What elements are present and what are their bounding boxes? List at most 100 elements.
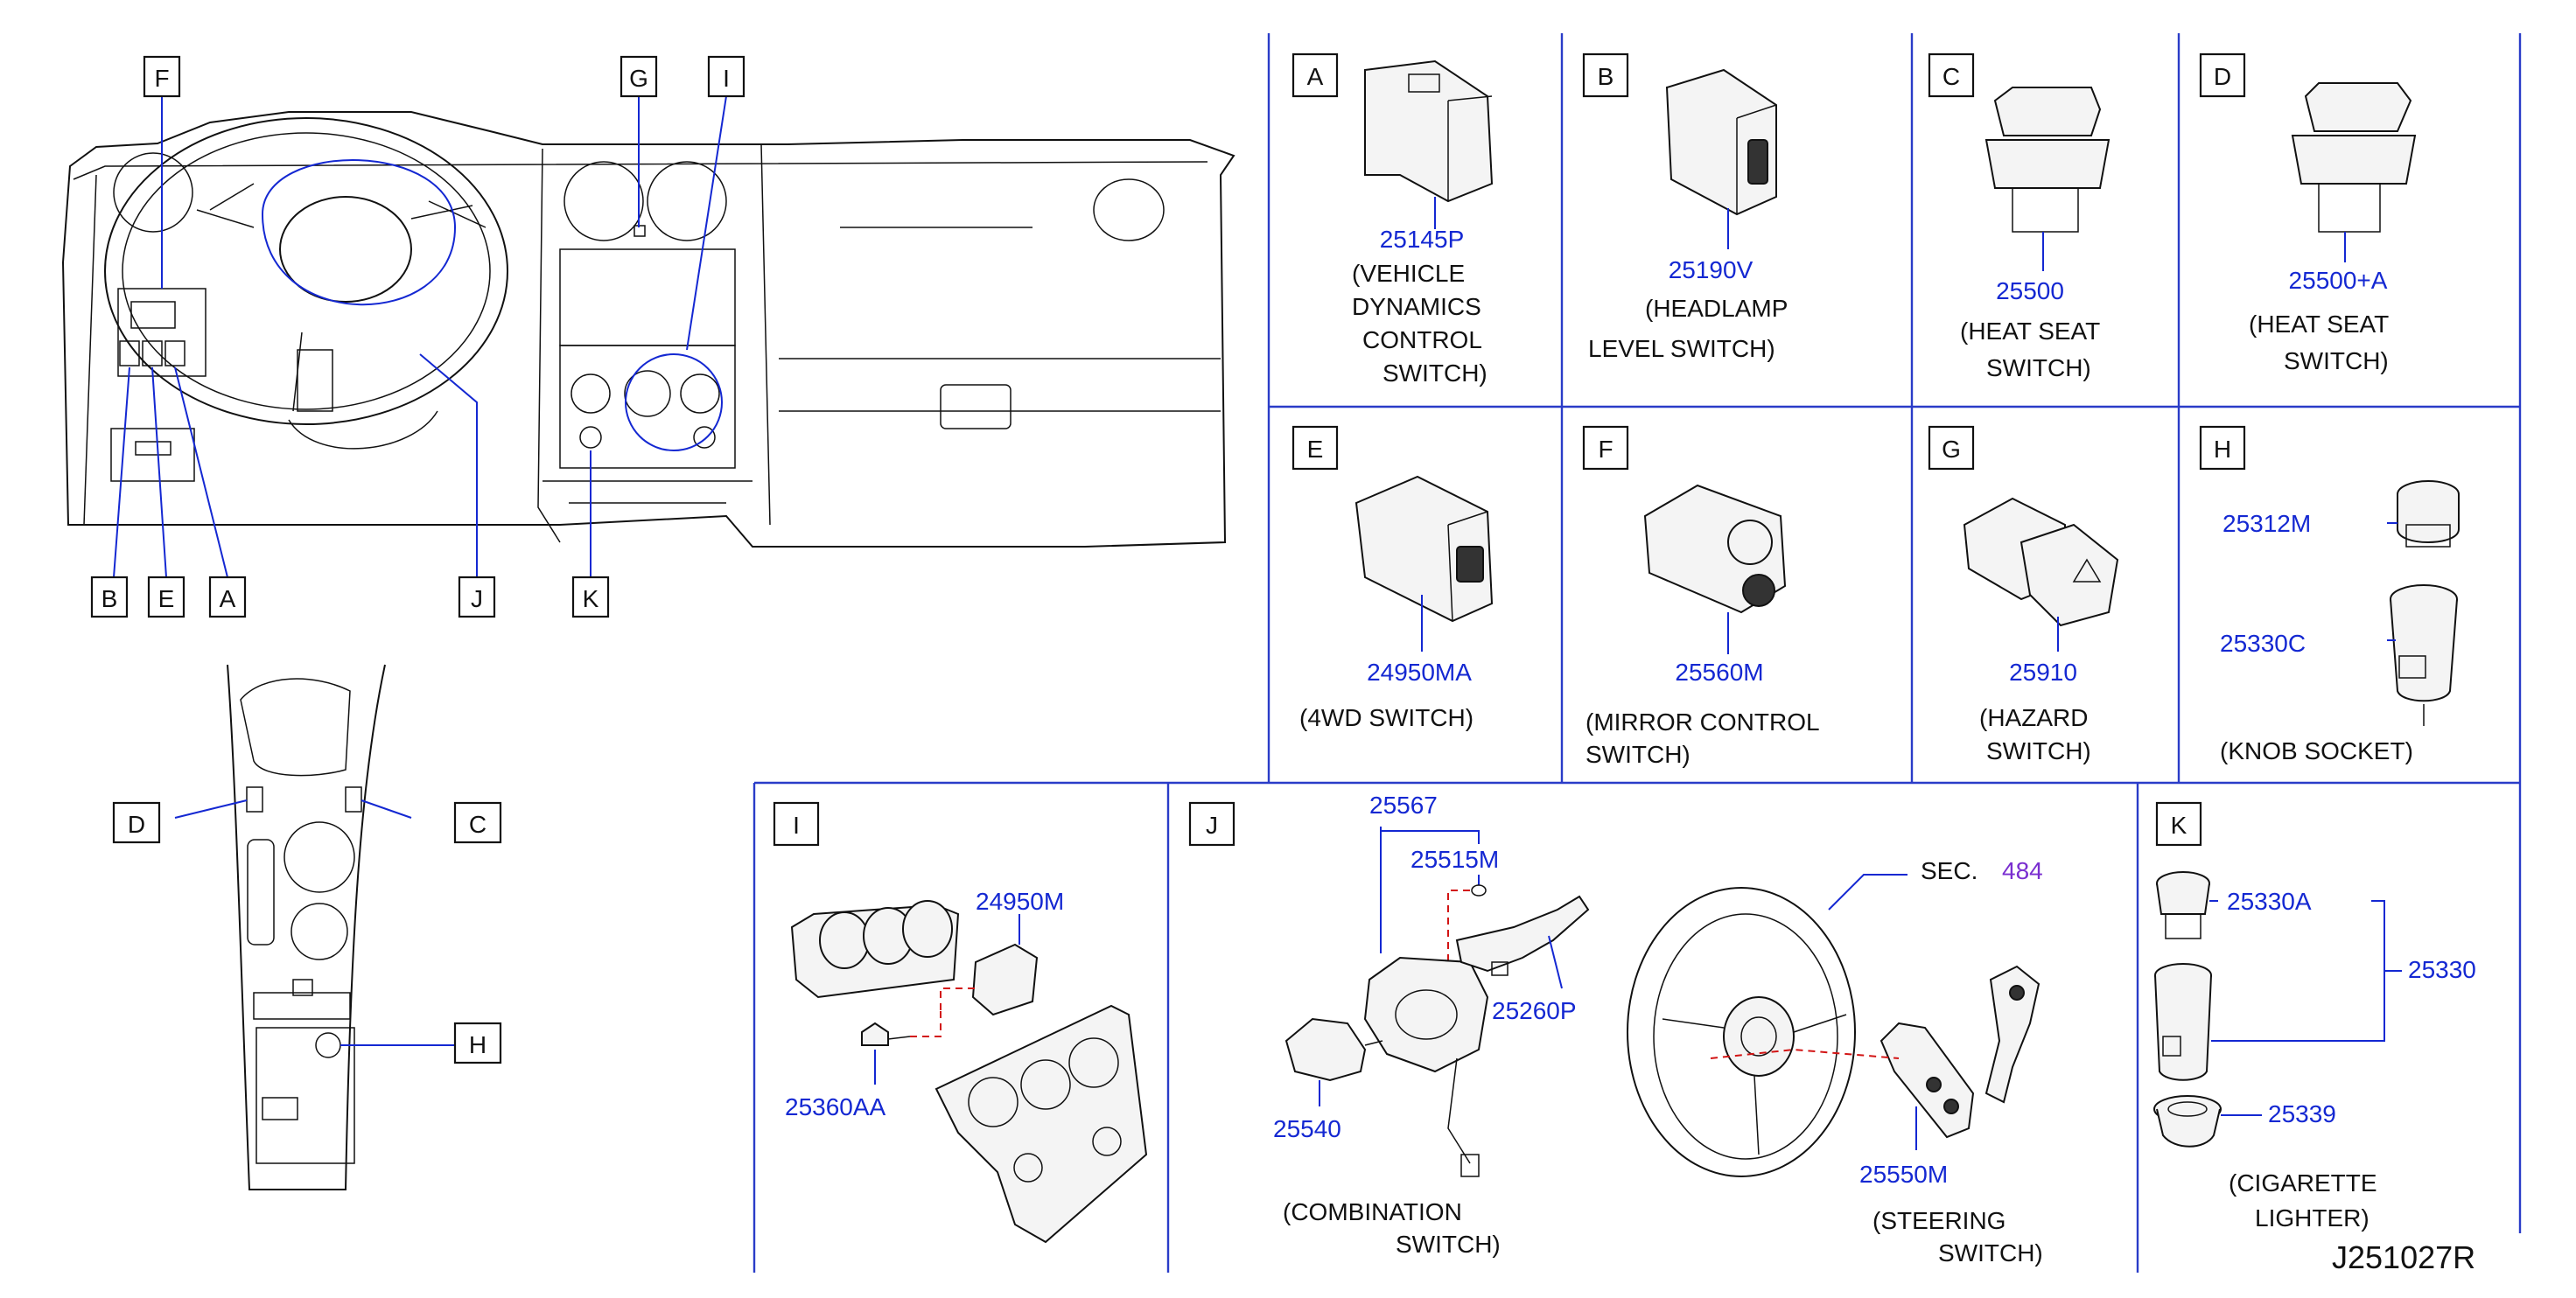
part-number-25330A: 25330A [2227, 888, 2312, 915]
combination-caption-1: (COMBINATION [1283, 1198, 1462, 1225]
heat-seat-switch-C-part [1984, 87, 2110, 233]
mirror-control-switch-part [1643, 484, 1787, 614]
part-number-25540: 25540 [1273, 1115, 1341, 1142]
panel-B-letter: B [1598, 63, 1614, 90]
panel-E: E 24950MA (4WD SWITCH) [1292, 425, 1494, 731]
panel-H: H 25312M 25330C (KNOB SOCKET) [2199, 425, 2460, 764]
hvac-bezel-part [934, 1004, 1148, 1244]
part-number-25360AA: 25360AA [785, 1093, 886, 1120]
lighting-switch-part [1284, 1017, 1383, 1082]
heat-seat-switch-D-part [2291, 82, 2417, 233]
lighter-ring-part [2153, 1095, 2222, 1148]
panel-A-letter: A [1307, 63, 1324, 90]
panel-F-letter: F [1598, 436, 1613, 463]
callout-J: J [471, 585, 483, 612]
part-number-25567: 25567 [1369, 792, 1438, 819]
steering-switch-part [1880, 965, 2040, 1139]
callout-E: E [158, 585, 175, 612]
part-number-24950M: 24950M [976, 888, 1064, 915]
switch-24950M-part [940, 943, 1039, 1016]
panel-C-letter: C [1942, 63, 1960, 90]
panel-H-letter: H [2214, 436, 2231, 463]
callout-A: A [220, 585, 236, 612]
panel-J-letter: J [1206, 812, 1218, 839]
lighter-element-part [2156, 871, 2210, 939]
panel-D-caption-1: (HEAT SEAT [2249, 311, 2389, 338]
hazard-switch-part [1963, 497, 2119, 627]
diagram-reference-number: J251027R [2332, 1239, 2475, 1275]
panel-H-caption-1: (KNOB SOCKET) [2220, 737, 2413, 764]
combination-caption-2: SWITCH) [1396, 1231, 1501, 1258]
center-console-overview [174, 664, 455, 1190]
panel-C-caption-1: (HEAT SEAT [1960, 318, 2100, 345]
panel-F: F 25560M (MIRROR CONTROL SWITCH) [1582, 425, 1820, 768]
steering-wheel-part [1627, 887, 1856, 1177]
panel-G-caption-1: (HAZARD [1979, 704, 2088, 731]
panel-K-caption-2: LIGHTER) [2255, 1204, 2370, 1232]
combination-switch-body-part [1363, 956, 1489, 1177]
panel-D-caption-2: SWITCH) [2284, 347, 2389, 374]
callout-H: H [469, 1031, 486, 1058]
panel-C-caption-2: SWITCH) [1986, 354, 2091, 381]
overview-callout-labels: F G I B E A J K [90, 55, 746, 618]
callout-B: B [102, 585, 118, 612]
steering-caption-1: (STEERING [1872, 1207, 2006, 1234]
4wd-switch-part [1354, 475, 1494, 623]
panel-D: D 25500+A (HEAT SEAT SWITCH) [2199, 52, 2417, 374]
callout-D: D [128, 811, 145, 838]
part-number-25515M: 25515M [1410, 846, 1499, 873]
panel-E-caption-1: (4WD SWITCH) [1299, 704, 1474, 731]
section-number-484: 484 [2002, 857, 2043, 884]
panel-B: B 25190V (HEADLAMP LEVEL SWITCH) [1582, 52, 1788, 362]
panel-grid [752, 33, 2522, 1273]
socket-part [2390, 584, 2458, 726]
part-number-25500: 25500 [1996, 277, 2064, 304]
part-number-25330: 25330 [2408, 956, 2476, 983]
panel-C: C 25500 (HEAT SEAT SWITCH) [1928, 52, 2110, 381]
lighter-socket-part [2154, 963, 2212, 1081]
callout-G: G [629, 65, 648, 92]
panel-F-caption-1: (MIRROR CONTROL [1586, 708, 1820, 736]
panel-G: G 25910 (HAZARD SWITCH) [1928, 425, 2119, 764]
part-number-24950MA: 24950MA [1367, 659, 1472, 686]
callout-C: C [469, 811, 486, 838]
part-number-25190V: 25190V [1669, 256, 1754, 283]
panel-B-caption-1: (HEADLAMP [1645, 295, 1788, 322]
screw-25360AA-part [861, 1010, 942, 1046]
part-number-25339: 25339 [2268, 1100, 2336, 1127]
part-number-25145P: 25145P [1380, 226, 1465, 253]
panel-I: I 24950M 25360AA [773, 801, 1148, 1244]
steering-caption-2: SWITCH) [1938, 1239, 2043, 1267]
panel-G-letter: G [1942, 436, 1961, 463]
part-number-25260P: 25260P [1492, 997, 1577, 1024]
panel-I-letter: I [793, 812, 800, 839]
part-number-25550M: 25550M [1859, 1161, 1948, 1188]
panel-F-caption-2: SWITCH) [1586, 741, 1690, 768]
panel-K-caption-1: (CIGARETTE [2229, 1169, 2377, 1197]
callout-K: K [583, 585, 599, 612]
panel-A-caption-3: CONTROL [1362, 326, 1482, 353]
knob-part [2397, 480, 2460, 548]
panel-J: J 25567 25515M 25260P 25540 (COMBINATION… [1188, 792, 2043, 1267]
panel-A: A 25145P (VEHICLE DYNAMICS CONTROL SWITC… [1292, 52, 1494, 387]
vehicle-dynamics-switch-part [1364, 59, 1494, 203]
part-number-25330C: 25330C [2220, 630, 2306, 657]
headlamp-level-switch-part [1665, 68, 1777, 216]
console-callout-labels: D C H [112, 801, 502, 1064]
panel-G-caption-2: SWITCH) [1986, 737, 2091, 764]
wiper-switch-part [1455, 895, 1590, 976]
section-label: SEC. [1921, 857, 1978, 884]
callout-I: I [723, 65, 730, 92]
panel-E-letter: E [1307, 436, 1324, 463]
part-number-25560M: 25560M [1675, 659, 1763, 686]
panel-K: K 25330A 25330 25339 (CIGARETTE LIGHTER) [2153, 801, 2476, 1232]
part-number-25910: 25910 [2009, 659, 2077, 686]
panel-A-caption-2: DYNAMICS [1352, 293, 1481, 320]
panel-A-caption-4: SWITCH) [1382, 359, 1488, 387]
callout-F: F [154, 65, 169, 92]
panel-A-caption-1: (VEHICLE [1352, 260, 1465, 287]
panel-K-letter: K [2171, 812, 2188, 839]
dashboard-overview [61, 95, 1236, 578]
panel-B-caption-2: LEVEL SWITCH) [1588, 335, 1775, 362]
